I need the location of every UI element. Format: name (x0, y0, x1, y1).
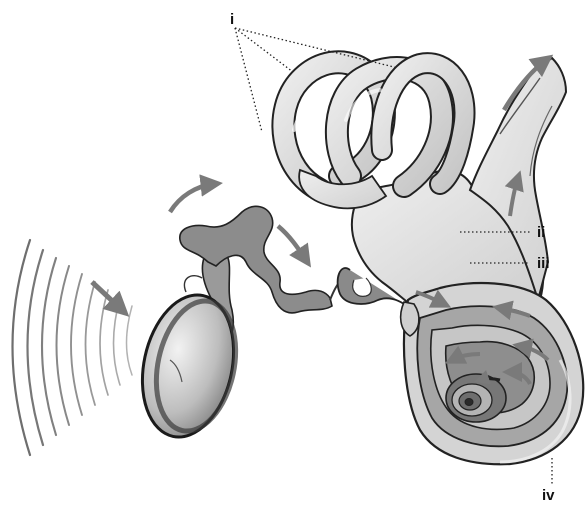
sound-direction-arrow (92, 282, 122, 310)
label-iv: iv (542, 487, 555, 504)
vibration-arrow-2 (278, 226, 306, 260)
sound-waves (13, 240, 133, 455)
label-i: i (230, 11, 234, 28)
vibration-arrow-1 (170, 184, 214, 212)
label-ii: ii (537, 224, 545, 241)
cochlea (404, 283, 583, 464)
label-iii: iii (537, 255, 550, 272)
